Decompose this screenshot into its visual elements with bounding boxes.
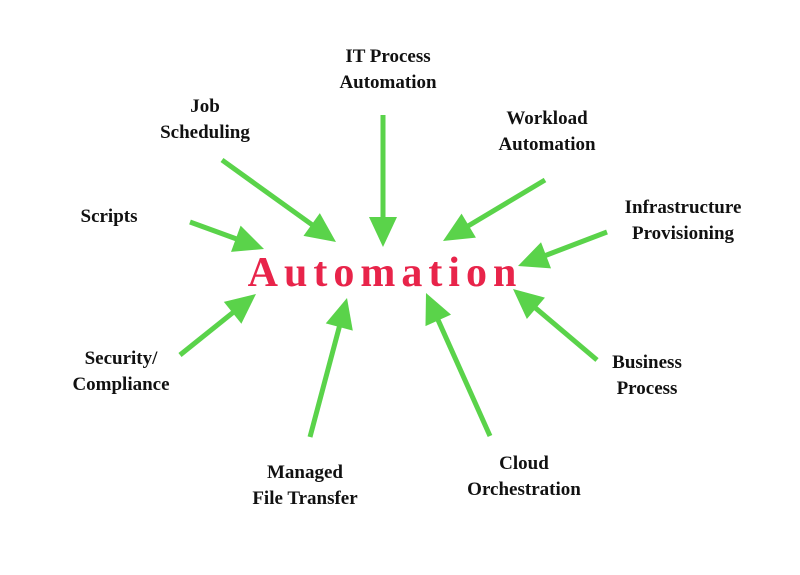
arrow-managed-file-transfer <box>307 298 353 438</box>
arrow-it-process <box>369 115 397 247</box>
arrow-head <box>369 217 397 247</box>
arrow-scripts <box>189 219 264 252</box>
arrow-head <box>325 298 353 331</box>
node-scripts: Scripts <box>80 206 138 227</box>
arrow-shaft <box>465 177 547 229</box>
arrow-head <box>223 294 256 324</box>
arrow-shaft <box>220 157 315 228</box>
arrow-shaft <box>543 229 608 259</box>
arrow-head <box>231 225 264 252</box>
arrow-shaft <box>178 309 236 357</box>
arrow-head <box>303 213 336 242</box>
center-label: Automation <box>247 250 523 296</box>
arrow-cloud <box>425 293 493 438</box>
arrow-security <box>178 294 256 357</box>
arrow-shaft <box>435 317 493 438</box>
arrow-workload <box>443 177 547 241</box>
arrow-business-process <box>513 289 599 362</box>
node-security-compliance: Security/Compliance <box>72 348 170 395</box>
arrow-job-scheduling <box>220 157 336 242</box>
arrow-shaft <box>307 324 343 438</box>
arrow-head <box>425 293 452 327</box>
arrow-infrastructure <box>518 229 608 269</box>
arrow-head <box>513 289 545 320</box>
arrow-shaft <box>532 305 599 362</box>
arrow-head <box>518 242 552 269</box>
arrow-head <box>443 213 476 241</box>
arrow-shaft <box>189 219 239 242</box>
